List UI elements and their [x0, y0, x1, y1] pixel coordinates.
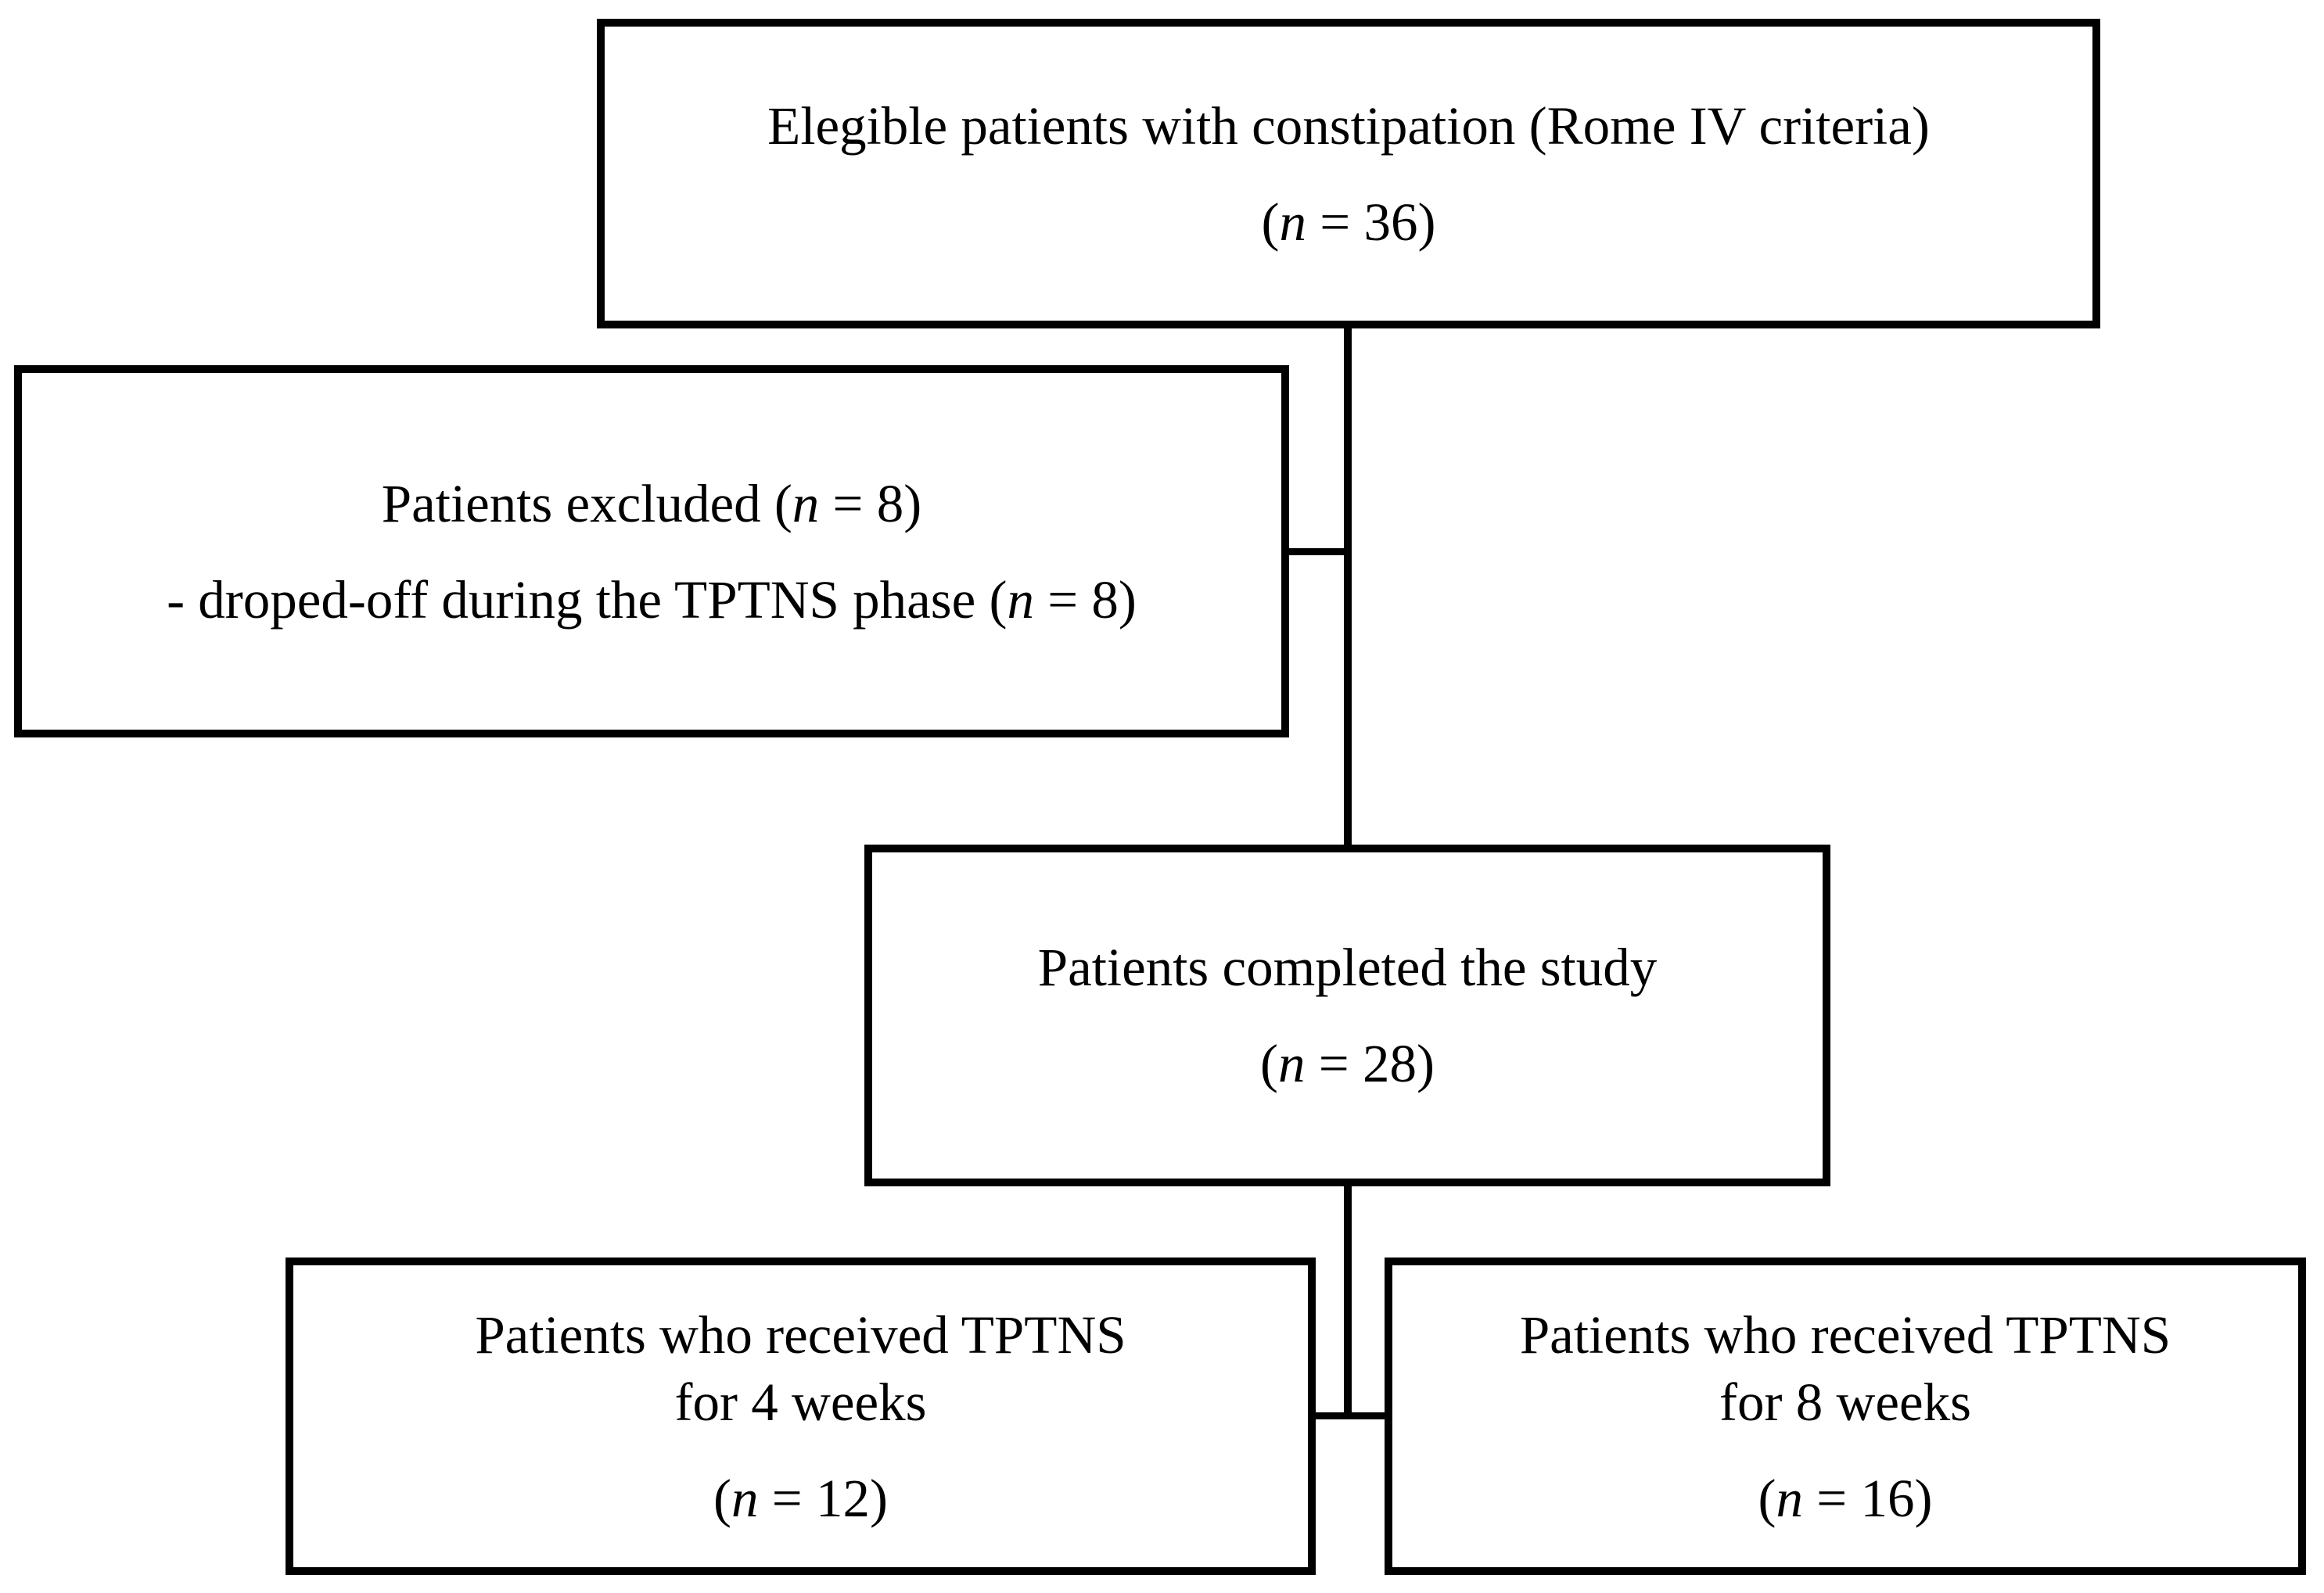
- text-segment: (: [713, 1468, 732, 1528]
- box-text-line: for 8 weeks: [1719, 1369, 1971, 1436]
- flow-box-completed: Patients completed the study (n = 28): [864, 845, 1830, 1186]
- text-segment: for 4 weeks: [674, 1372, 927, 1432]
- text-segment: Patients excluded (: [381, 473, 792, 533]
- text-segment: Patients completed the study: [1037, 938, 1658, 997]
- box-text-line: (n = 36): [1262, 188, 1436, 256]
- flow-box-tptns-8-weeks: Patients who received TPTNS for 8 weeks (n…: [1385, 1258, 2306, 1575]
- box-text-line: Elegible patients with constipation (Rom…: [767, 92, 1930, 160]
- box-text-line: (n = 12): [713, 1465, 888, 1532]
- n-variable: n: [1776, 1468, 1804, 1528]
- text-segment: = 8): [1034, 569, 1137, 630]
- text-segment: Patients who received TPTNS: [475, 1304, 1126, 1365]
- connector-completed-to-bottom-vertical: [1344, 1185, 1352, 1419]
- text-segment: (: [1261, 192, 1280, 252]
- text-segment: Elegible patients with constipation (Rom…: [767, 95, 1930, 156]
- text-segment: = 8): [819, 473, 922, 533]
- n-variable: n: [1279, 192, 1307, 252]
- box-text-line: - droped-off during the TPTNS phase (n =…: [167, 566, 1137, 633]
- text-segment: - droped-off during the TPTNS phase (: [167, 569, 1008, 630]
- n-variable: n: [1007, 569, 1035, 630]
- box-text-line: Patients who received TPTNS: [1520, 1301, 2171, 1369]
- text-segment: = 36): [1306, 192, 1436, 252]
- connector-eligible-to-completed-vertical: [1344, 328, 1352, 848]
- text-segment: Patients who received TPTNS: [1519, 1304, 2171, 1365]
- text-segment: = 28): [1305, 1034, 1435, 1093]
- n-variable: n: [792, 473, 820, 533]
- connector-bottom-split-horizontal: [1311, 1412, 1389, 1419]
- n-variable: n: [1278, 1034, 1306, 1093]
- flow-box-excluded: Patients excluded (n = 8)- droped-off du…: [14, 365, 1289, 737]
- flow-box-tptns-4-weeks: Patients who received TPTNS for 4 weeks (n…: [286, 1258, 1316, 1575]
- flow-box-eligible: Elegible patients with constipation (Rom…: [597, 19, 2100, 328]
- box-text-line: (n = 16): [1758, 1465, 1933, 1532]
- text-segment: = 16): [1803, 1468, 1933, 1528]
- text-segment: = 12): [758, 1468, 888, 1528]
- box-text-line: for 4 weeks: [675, 1369, 927, 1436]
- text-segment: (: [1758, 1468, 1776, 1528]
- text-segment: for 8 weeks: [1719, 1372, 1971, 1432]
- box-text-line: (n = 28): [1260, 1030, 1435, 1097]
- box-text-line: Patients completed the study: [1038, 934, 1657, 1001]
- box-text-line: Patients excluded (n = 8): [382, 470, 921, 537]
- n-variable: n: [731, 1468, 759, 1528]
- box-text-line: Patients who received TPTNS: [475, 1301, 1126, 1369]
- connector-excluded-branch-horizontal: [1286, 548, 1352, 555]
- text-segment: (: [1260, 1034, 1279, 1093]
